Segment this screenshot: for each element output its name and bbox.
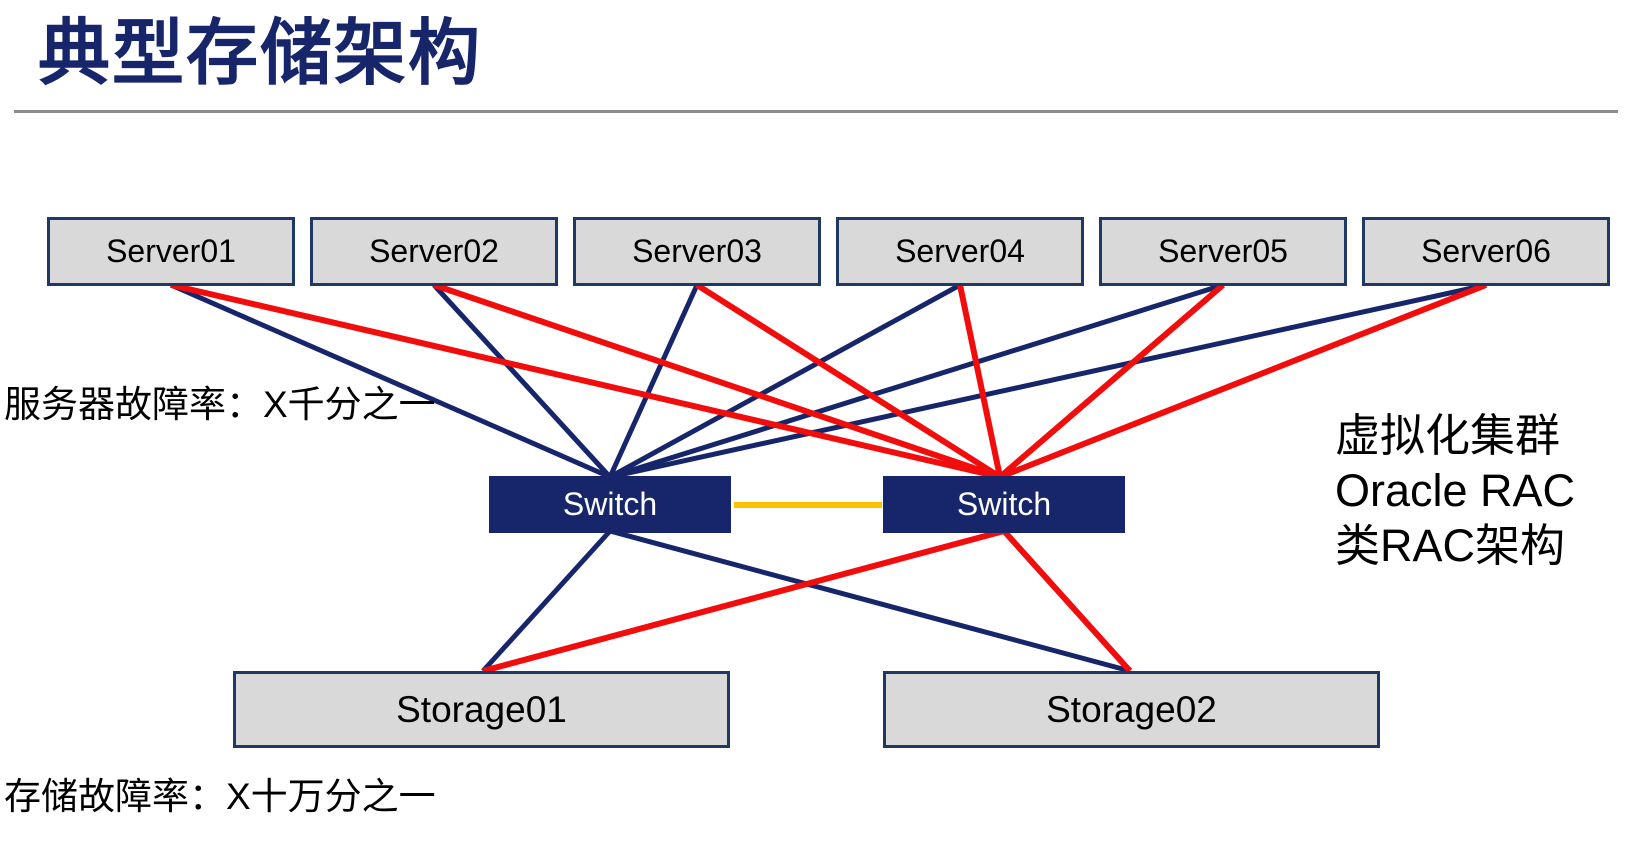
node-storage01: Storage01 <box>233 671 730 748</box>
link-server01-switch-a <box>169 282 612 480</box>
storage02-label: Storage02 <box>1046 688 1217 730</box>
node-switch-b: Switch <box>883 476 1125 533</box>
server04-label: Server04 <box>895 233 1025 269</box>
link-server04-switch-b <box>957 284 1003 478</box>
node-storage02: Storage02 <box>883 671 1380 748</box>
link-server02-switch-a <box>432 283 612 479</box>
switch-a-label: Switch <box>562 486 658 522</box>
link-switch-a-storage01 <box>481 529 612 673</box>
link-server03-switch-a <box>607 283 700 479</box>
node-server03: Server03 <box>573 217 821 286</box>
server06-label: Server06 <box>1421 233 1551 269</box>
server02-label: Server02 <box>369 233 499 269</box>
node-server01: Server01 <box>47 217 295 286</box>
switch-b-label: Switch <box>956 486 1052 522</box>
link-switch-a-storage02 <box>609 528 1131 674</box>
storage-failure-rate-note: 存储故障率：X十万分之一 <box>4 776 436 817</box>
link-server01-switch-b <box>170 282 1001 480</box>
server03-label: Server03 <box>632 233 762 269</box>
title-divider <box>14 110 1618 113</box>
node-server06: Server06 <box>1362 217 1610 286</box>
server-failure-rate-note: 服务器故障率：X千分之一 <box>4 384 436 425</box>
node-server05: Server05 <box>1099 217 1347 286</box>
cluster-note-line-3: 类RAC架构 <box>1335 520 1566 571</box>
server01-label: Server01 <box>106 233 236 269</box>
link-switch-b-storage02 <box>1001 528 1133 674</box>
link-server05-switch-a <box>609 282 1224 480</box>
link-server04-switch-a <box>608 282 962 480</box>
storage01-label: Storage01 <box>396 688 567 730</box>
cluster-note: 虚拟化集群 Oracle RAC 类RAC架构 <box>1335 408 1575 573</box>
link-server06-switch-a <box>609 282 1487 480</box>
node-server02: Server02 <box>310 217 558 286</box>
link-server02-switch-b <box>433 282 1001 480</box>
link-switch-b-storage01 <box>482 528 1005 674</box>
link-server06-switch-b <box>998 282 1488 480</box>
link-server05-switch-b <box>998 282 1225 480</box>
node-server04: Server04 <box>836 217 1084 286</box>
page-title: 典型存储架构 <box>38 14 483 94</box>
cluster-note-line-1: 虚拟化集群 <box>1335 410 1561 461</box>
cluster-note-line-2: Oracle RAC <box>1335 465 1576 516</box>
node-switch-a: Switch <box>489 476 731 533</box>
link-server03-switch-b <box>695 282 1002 480</box>
server05-label: Server05 <box>1158 233 1288 269</box>
